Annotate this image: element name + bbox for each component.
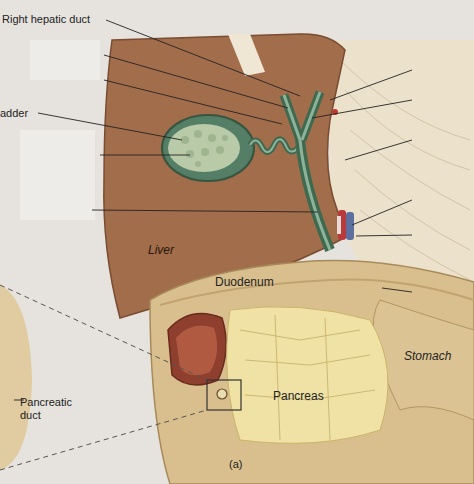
part-label: Pancreas [273, 390, 324, 404]
part-label: adder [0, 107, 28, 120]
part-label: Liver [148, 244, 174, 258]
part-label: (a) [229, 458, 242, 471]
part-label: Pancreatic duct [20, 396, 90, 421]
part-label: Right hepatic duct [2, 13, 90, 26]
part-label: Duodenum [215, 276, 274, 290]
part-label: Stomach [404, 350, 451, 364]
